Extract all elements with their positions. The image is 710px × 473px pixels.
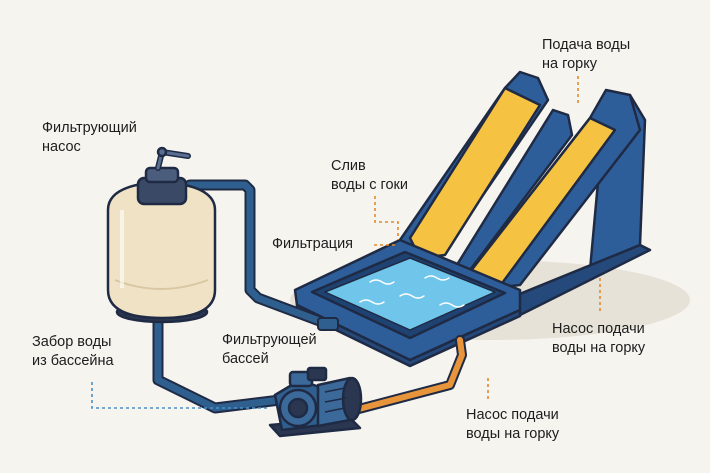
water-ripples xyxy=(359,275,465,308)
label-slide-drain: Слив воды с гоки xyxy=(331,158,408,193)
leader-lines xyxy=(91,76,601,409)
leader-slide-drain xyxy=(374,196,399,240)
pipes xyxy=(152,179,467,415)
sand-filter xyxy=(106,146,217,324)
label-filter-pump: Фильтрующий насос xyxy=(42,120,137,155)
pool-water xyxy=(324,257,496,331)
label-slide-pump-right: Насос подачи воды на горку xyxy=(552,321,646,356)
pump xyxy=(268,366,363,438)
label-filtration: Фильтрация xyxy=(272,236,354,252)
label-pool-intake: Забор воды из бассейна xyxy=(32,334,114,369)
leader-pool-intake xyxy=(91,382,270,409)
label-slide-pump-bottom: Насос подачи воды на горку xyxy=(466,407,560,442)
water-slide xyxy=(398,70,652,317)
label-filter-pool: Фильтрующей бассей xyxy=(222,332,317,367)
return-nozzle xyxy=(317,317,339,331)
label-slide-water-supply: Подача воды на горку xyxy=(542,37,631,72)
